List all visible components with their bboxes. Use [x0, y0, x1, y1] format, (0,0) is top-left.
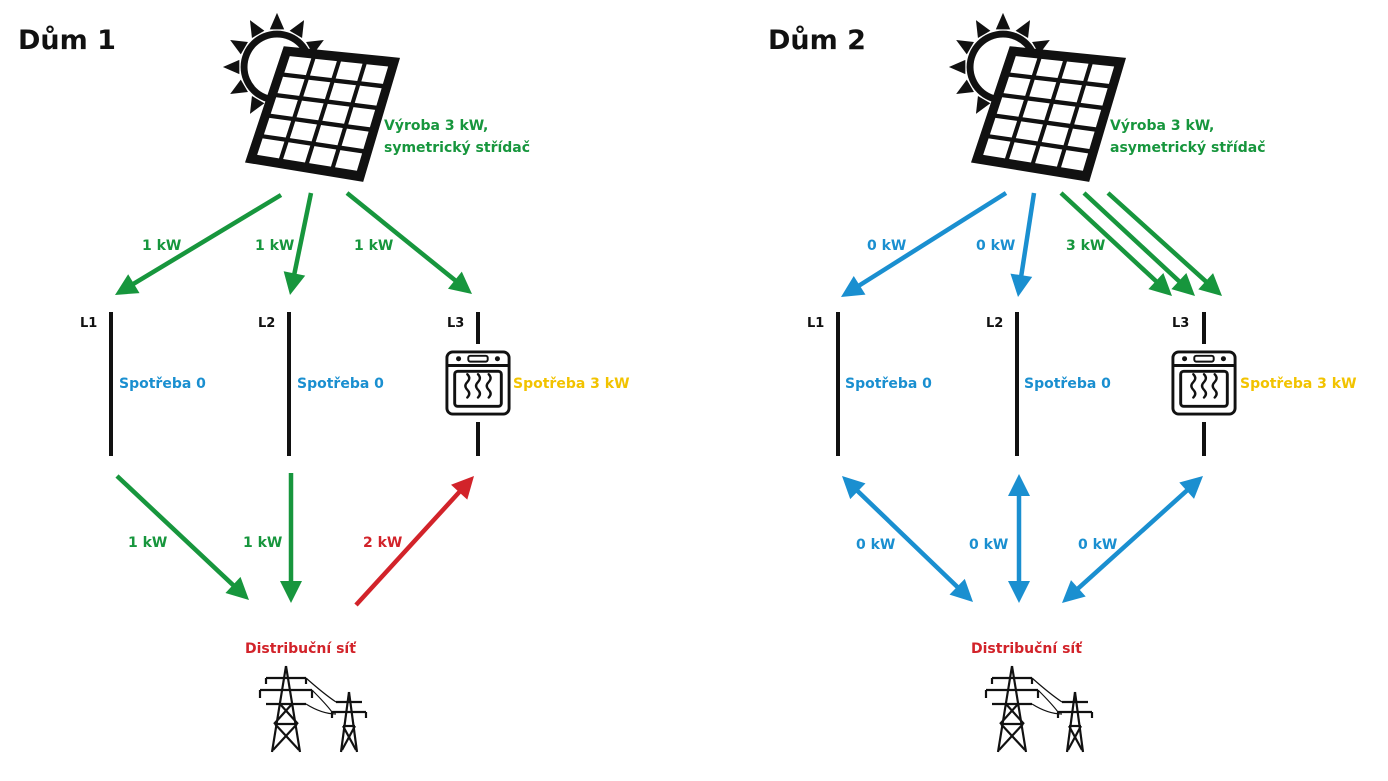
house-2-l3-consumption: Spotřeba 3 kW [1240, 376, 1357, 392]
house-1: Dům 1 Výroba 3 kW, symetrický střídač 1 … [18, 12, 630, 754]
arrow-head [1062, 580, 1086, 603]
house-2-phase-l2-label: L2 [986, 316, 1003, 331]
arrow-shaft [115, 474, 238, 590]
house-2-production-line2: asymetrický střídač [1110, 140, 1266, 156]
arrow-shaft [1018, 192, 1037, 280]
arrow-shaft [129, 193, 283, 288]
house-2: Dům 2 Výroba 3 kW, asymetrický střídač 0… [768, 12, 1357, 754]
house-2-l2-consumption: Spotřeba 0 [1024, 376, 1111, 392]
arrow-head [1010, 273, 1033, 297]
arrow-head [280, 581, 302, 603]
house-2-l1-consumption: Spotřeba 0 [845, 376, 932, 392]
house-1-phase-l1-label: L1 [80, 316, 97, 331]
house-2-phase-l3-label: L3 [1172, 316, 1189, 331]
house-2-l1-grid-label: 0 kW [856, 537, 895, 553]
arrow-shaft [853, 486, 962, 592]
arrow-head [225, 576, 249, 600]
house-1-production-line2: symetrický střídač [384, 140, 530, 156]
arrow-shaft [291, 192, 314, 278]
arrow-head [1148, 272, 1172, 296]
house-1-l2-consumption: Spotřeba 0 [297, 376, 384, 392]
house-2-arrow-panel-to-l3-c [1106, 191, 1222, 296]
house-2-arrow-l3-grid [1062, 476, 1203, 603]
house-1-arrow-l2-to-grid [280, 473, 302, 603]
arrow-head [842, 476, 866, 500]
arrow-head [1008, 474, 1030, 496]
arrow-head [1008, 581, 1030, 603]
arrow-shaft [1106, 191, 1211, 286]
arrow-shaft [1059, 191, 1161, 286]
house-1-title: Dům 1 [18, 25, 116, 56]
house-1-l1-consumption: Spotřeba 0 [119, 376, 206, 392]
house-1-l2-grid-label: 1 kW [243, 535, 282, 551]
house-1-arrow-grid-to-l3 [354, 476, 474, 607]
oven-icon [1171, 350, 1237, 416]
house-2-l2-grid-label: 0 kW [969, 537, 1008, 553]
house-1-l1-supply-label: 1 kW [142, 238, 181, 254]
house-2-arrow-panel-to-l3-a [1059, 191, 1172, 296]
house-2-production-line1: Výroba 3 kW, [1110, 118, 1214, 134]
arrow-head [115, 274, 140, 295]
house-2-grid-label: Distribuční síť [971, 641, 1083, 657]
arrow-shaft [855, 191, 1008, 290]
arrow-shaft [1082, 191, 1184, 286]
house-2-l3-supply-label: 3 kW [1066, 238, 1105, 254]
house-1-arrow-panel-to-l2 [283, 192, 314, 295]
arrow-head [841, 275, 866, 297]
house-1-production-line1: Výroba 3 kW, [384, 118, 488, 134]
house-1-phase-l2-label: L2 [258, 316, 275, 331]
house-1-l3-grid-label: 2 kW [363, 535, 402, 551]
house-2-l1-supply-label: 0 kW [867, 238, 906, 254]
house-2-l2-supply-label: 0 kW [976, 238, 1015, 254]
house-2-arrow-panel-to-l1 [841, 191, 1008, 297]
arrow-head [283, 271, 306, 295]
house-1-grid-label: Distribuční síť [245, 641, 357, 657]
arrow-head [1198, 273, 1222, 296]
arrow-head [451, 476, 474, 500]
house-1-l3-consumption: Spotřeba 3 kW [513, 376, 630, 392]
oven-icon [445, 350, 511, 416]
arrow-shaft [1073, 486, 1192, 593]
arrow-shaft [345, 191, 460, 285]
house-2-arrow-l1-grid [842, 476, 973, 602]
house-2-arrow-panel-to-l3-b [1082, 191, 1195, 296]
house-2-arrow-panel-to-l2 [1010, 192, 1037, 297]
house-1-l3-supply-label: 1 kW [354, 238, 393, 254]
house-1-phase-l3-label: L3 [447, 316, 464, 331]
power-pylon-icon [258, 664, 368, 754]
arrow-head [1179, 476, 1203, 499]
house-2-phase-l1-label: L1 [807, 316, 824, 331]
house-1-arrow-panel-to-l1 [115, 193, 283, 295]
power-pylon-icon [984, 664, 1094, 754]
house-2-l3-grid-label: 0 kW [1078, 537, 1117, 553]
arrow-shaft [354, 487, 464, 607]
arrow-head [447, 271, 472, 294]
house-1-arrow-panel-to-l3 [345, 191, 472, 294]
house-1-l1-grid-label: 1 kW [128, 535, 167, 551]
arrow-head [949, 578, 973, 602]
house-2-title: Dům 2 [768, 25, 866, 56]
arrow-head [1171, 272, 1195, 296]
house-2-arrow-l2-grid [1008, 474, 1030, 603]
house-1-l2-supply-label: 1 kW [255, 238, 294, 254]
house-1-arrow-l1-to-grid [115, 474, 249, 600]
